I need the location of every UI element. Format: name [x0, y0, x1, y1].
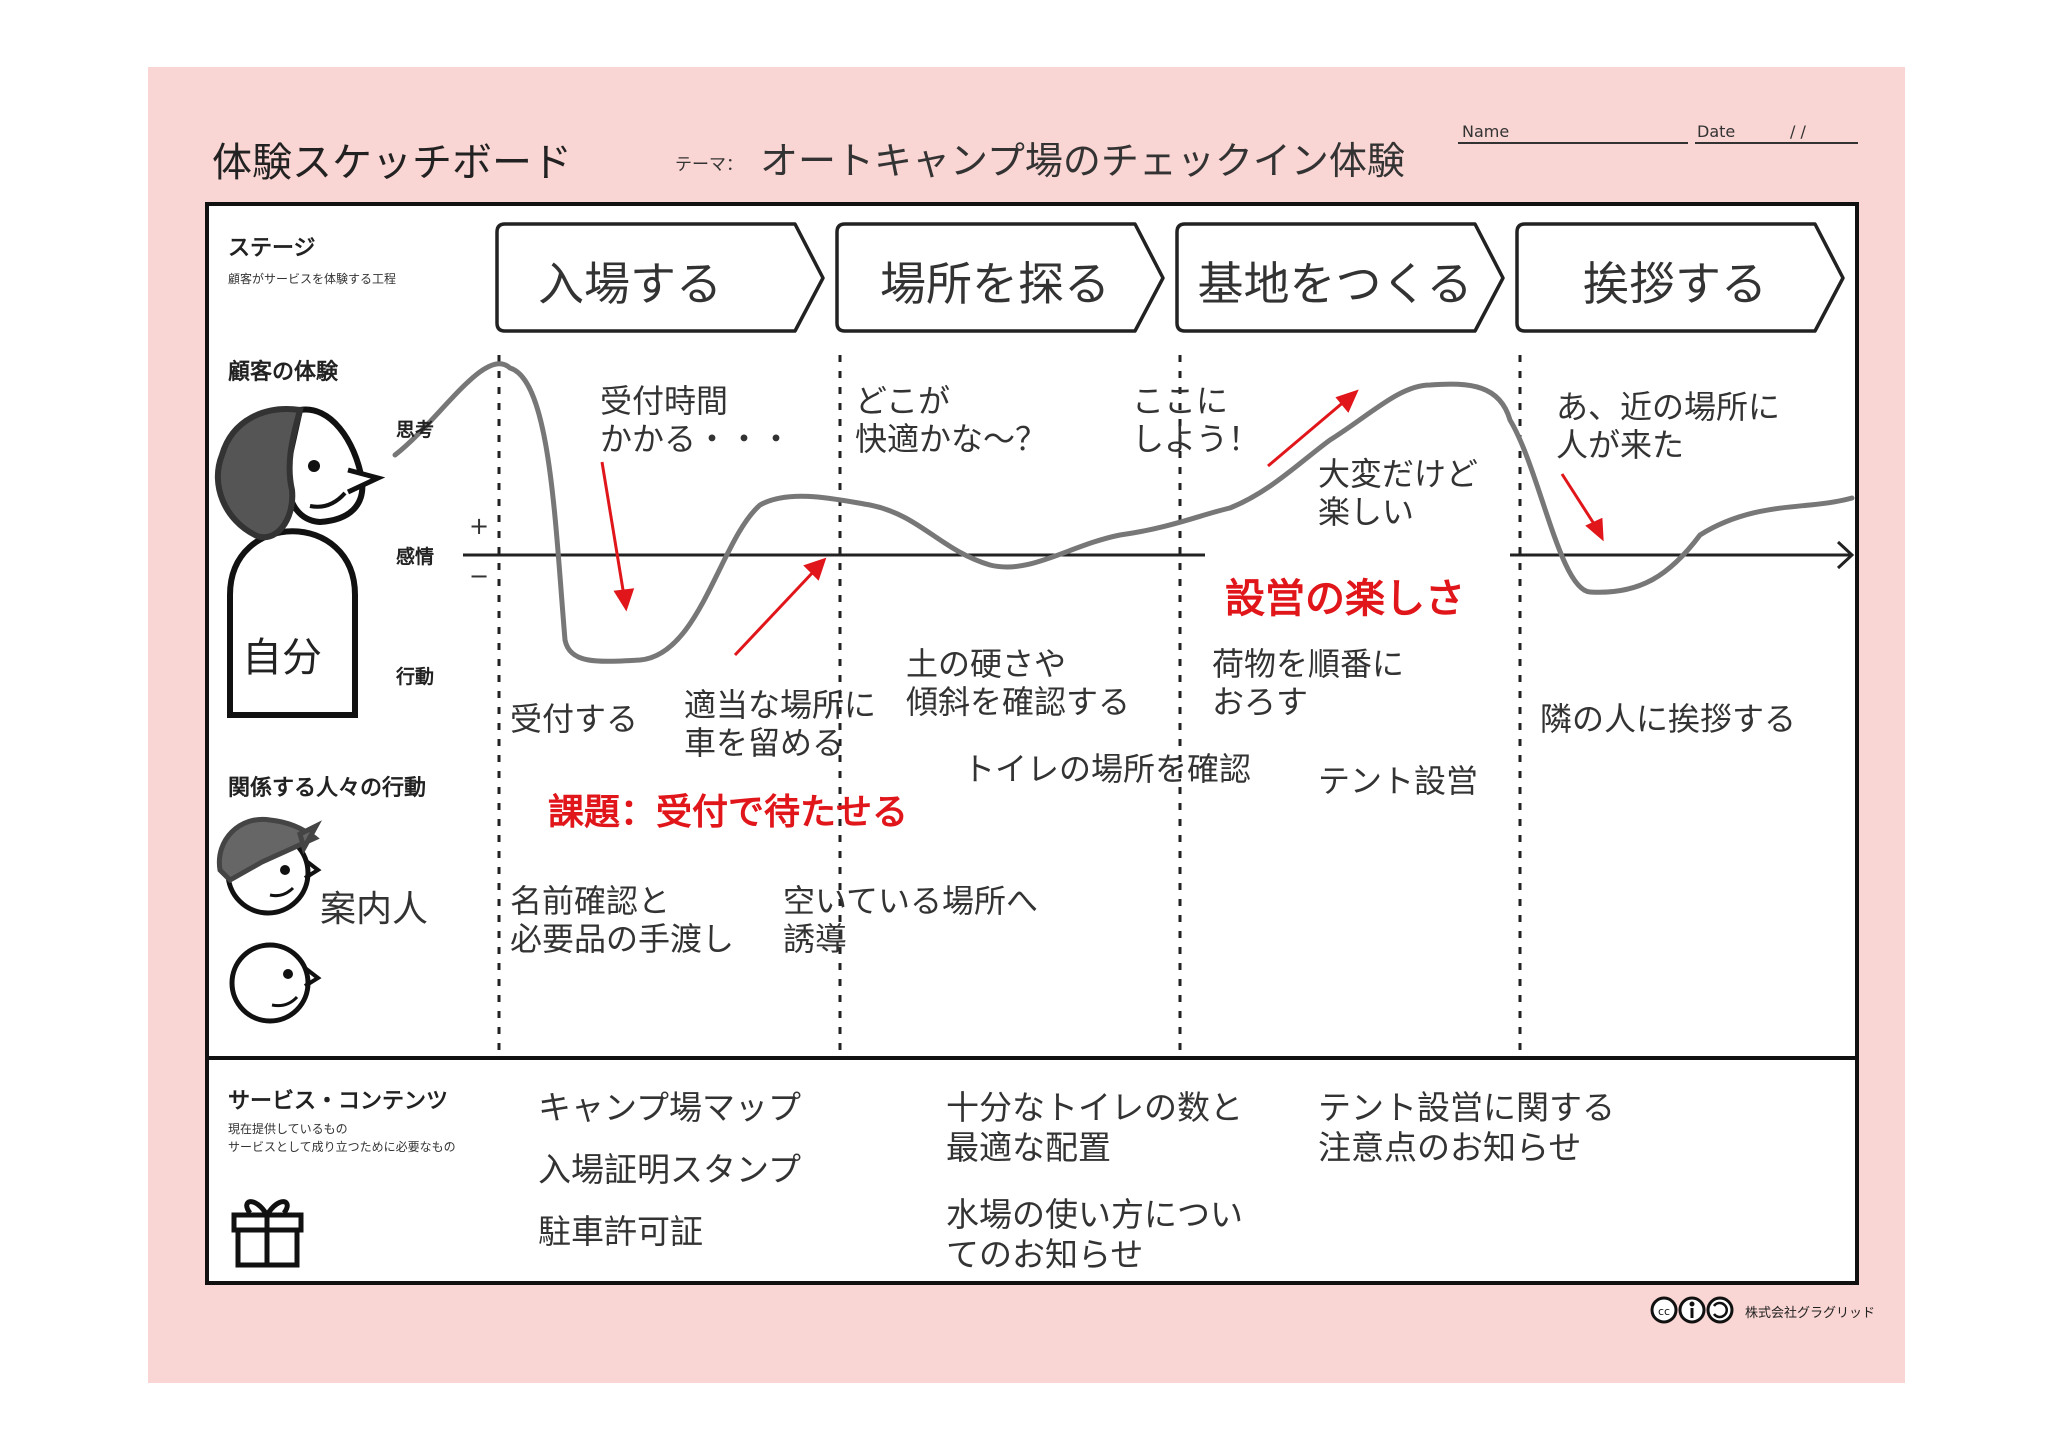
person-icon: [214, 406, 386, 718]
action-5: 荷物を順番に おろす: [1212, 645, 1405, 722]
stage-label-1: 入場する: [538, 257, 722, 311]
stage-chevron-2: [835, 222, 1165, 333]
row-label-related: 関係する人々の行動: [228, 776, 427, 801]
highlight-fun: 設営の楽しさ: [1225, 576, 1465, 622]
date-label: Date: [1697, 122, 1736, 141]
service-3: 駐車許可証: [538, 1212, 703, 1251]
action-1: 受付する: [510, 700, 639, 738]
date-underline[interactable]: [1695, 142, 1858, 144]
row-label-stage-sub: 顧客がサービスを体験する工程: [228, 272, 397, 286]
service-4: 十分なトイレの数と 最適な配置: [946, 1088, 1243, 1167]
row-label-thought: 思考: [396, 419, 435, 441]
stage-chevron-4: [1515, 222, 1845, 333]
action-7: 隣の人に挨拶する: [1540, 700, 1797, 738]
action-6: テント設営: [1318, 762, 1479, 800]
service-divider: [205, 1056, 1859, 1060]
highlight-issue: 課題：受付で待たせる: [548, 792, 909, 833]
row-label-service: サービス・コンテンツ: [228, 1089, 449, 1114]
theme-label: テーマ：: [675, 155, 743, 175]
thought-5: あ、近の場所に 人が来た: [1556, 388, 1781, 465]
thought-4: 大変だけど 楽しい: [1318, 455, 1479, 532]
thought-3: ここに しよう！: [1132, 382, 1261, 459]
board-title: 体験スケッチボード: [212, 140, 572, 186]
row-label-action: 行動: [396, 666, 435, 688]
action-4: トイレの場所を確認: [963, 750, 1252, 788]
face-icon: [229, 942, 322, 1024]
stage-label-3: 基地をつくる: [1197, 257, 1473, 311]
stage-chevron-3: [1175, 222, 1505, 333]
name-label: Name: [1462, 122, 1510, 141]
cc-license-icon: cc: [1650, 1296, 1734, 1324]
related-action-2: 空いている場所へ 誘導: [783, 882, 1039, 959]
service-6: テント設営に関する 注意点のお知らせ: [1318, 1088, 1615, 1167]
service-5: 水場の使い方につい てのお知らせ: [946, 1195, 1243, 1274]
action-2: 適当な場所に 車を留める: [684, 686, 877, 763]
gift-icon: [231, 1199, 304, 1268]
thought-2: どこが 快適かな～？: [855, 382, 1048, 459]
thought-1: 受付時間 かかる・・・: [600, 382, 793, 459]
related-action-1: 名前確認と 必要品の手渡し: [510, 882, 735, 959]
row-label-service-sub2: サービスとして成り立つために必要なもの: [228, 1140, 456, 1154]
row-label-stage: ステージ: [228, 236, 316, 261]
service-1: キャンプ場マップ: [538, 1088, 802, 1127]
service-2: 入場証明スタンプ: [538, 1150, 802, 1189]
company-name: 株式会社グラグリッド: [1745, 1306, 1876, 1321]
emotion-curve: [392, 361, 1855, 664]
self-label: 自分: [242, 635, 322, 681]
sketch-board: [205, 202, 1859, 1285]
theme-text: オートキャンプ場のチェックイン体験: [760, 139, 1405, 183]
row-label-customer: 顧客の体験: [228, 360, 339, 385]
emotion-plus: +: [469, 512, 490, 540]
guide-label: 案内人: [320, 889, 429, 930]
row-label-service-sub1: 現在提供しているもの: [228, 1122, 348, 1136]
date-slashes: / /: [1790, 122, 1806, 141]
stage-label-4: 挨拶する: [1583, 257, 1767, 311]
stage-chevron-1: [495, 222, 825, 333]
name-underline[interactable]: [1458, 142, 1688, 144]
emotion-minus: −: [469, 562, 490, 590]
guide-cap-face-icon: [216, 816, 323, 916]
action-3: 土の硬さや 傾斜を確認する: [906, 645, 1131, 722]
row-label-emotion: 感情: [396, 546, 435, 568]
stage-label-2: 場所を探る: [880, 257, 1110, 311]
svg-text:cc: cc: [1658, 1305, 1670, 1318]
